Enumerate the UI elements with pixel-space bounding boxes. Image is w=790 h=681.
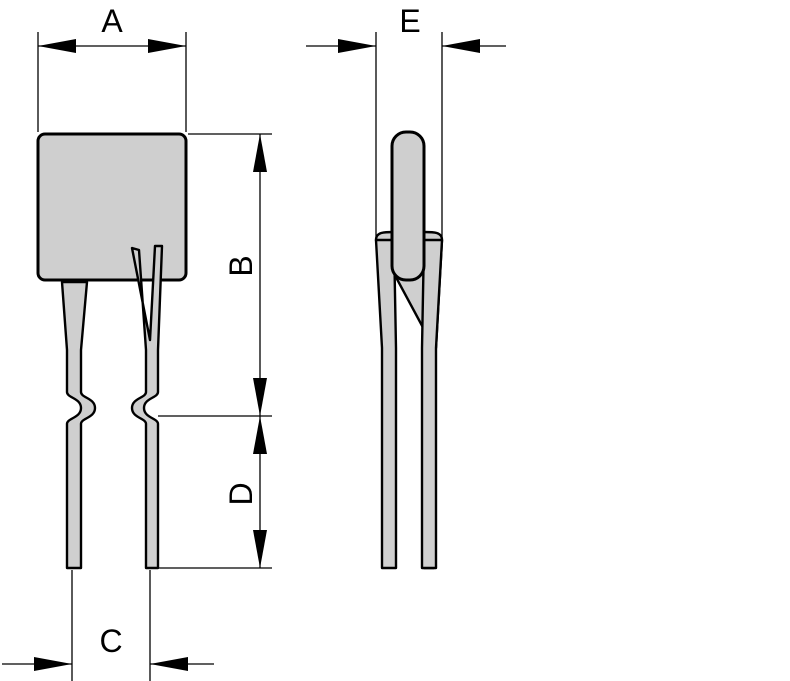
dimension-d: D [158,416,272,569]
side-view [374,130,444,570]
side-lead-left [374,238,398,570]
label-b: B [223,255,259,276]
label-e: E [399,3,420,39]
label-c: C [99,623,122,659]
side-component-body [390,130,426,282]
side-lead-right [420,238,444,570]
dimension-c: C [2,570,214,681]
dimension-b: B [158,133,272,417]
label-d: D [223,482,259,505]
label-a: A [101,3,123,39]
left-lead [60,280,97,570]
front-view [36,132,188,570]
dimension-a: A [37,3,187,132]
right-lead [130,244,164,570]
dimension-e: E [306,3,506,240]
component-body [36,132,188,282]
